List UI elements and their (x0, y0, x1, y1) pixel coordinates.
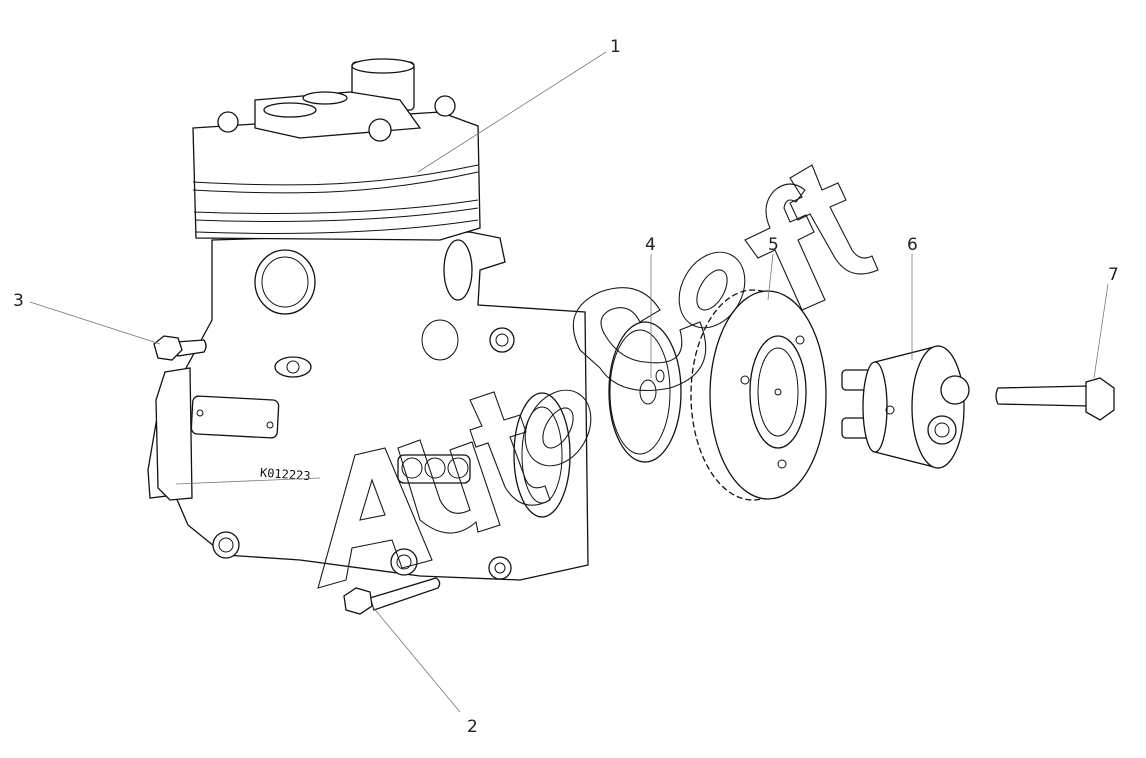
leader-7 (1093, 283, 1109, 379)
callout-3: 3 (13, 291, 24, 311)
callout-6: 6 (907, 235, 918, 255)
compressor-body: K012223 (147, 58, 589, 581)
drive-gear (690, 289, 827, 501)
leader-lines (29, 51, 1109, 713)
callout-numbers: 1 2 3 4 5 6 7 (13, 37, 1119, 737)
callout-7: 7 (1108, 265, 1119, 285)
short-bolt (153, 335, 207, 361)
long-bolt (343, 577, 441, 615)
leader-3 (29, 301, 161, 345)
callout-5: 5 (768, 235, 779, 255)
drive-hub (841, 345, 970, 469)
leader-2 (371, 605, 461, 713)
callout-2: 2 (467, 717, 478, 737)
leader-5 (767, 253, 774, 301)
watermark (317, 164, 879, 589)
center-bolt (995, 377, 1115, 421)
callout-1: 1 (610, 37, 621, 57)
thrust-plate (608, 321, 682, 463)
leader-pn (175, 477, 321, 485)
leader-1 (417, 51, 607, 173)
callout-4: 4 (645, 235, 656, 255)
